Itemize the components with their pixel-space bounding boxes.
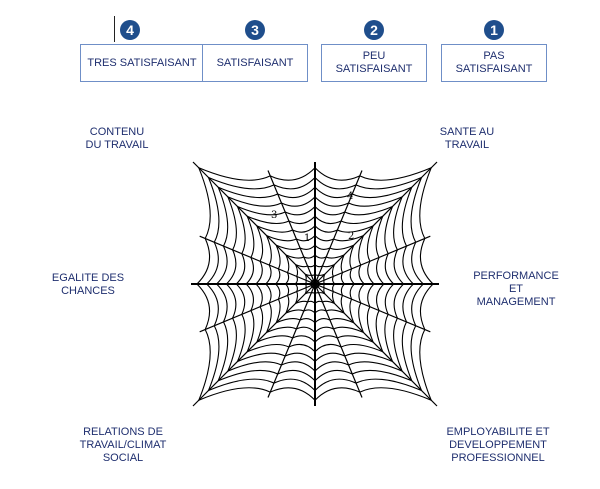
web-number-2: 2 [348, 231, 354, 242]
web-ring [284, 253, 346, 315]
scale-number-badge: 2 [364, 20, 384, 40]
web-ring [225, 195, 404, 373]
web-spoke [314, 283, 431, 333]
rating-scale: 4 TRES SATISFAISANT 3 SATISFAISANT 2 PEU… [0, 0, 600, 120]
dimension-employabilite: EMPLOYABILITE ET DEVELOPPEMENT PROFESSIO… [446, 426, 550, 464]
web-ring [294, 263, 336, 305]
spider-web-diagram: 1 2 3 4 [191, 161, 439, 407]
web-spoke [314, 235, 431, 285]
dimension-performance-et-management: PERFORMANCE ET MANAGEMENT [473, 270, 559, 308]
dimension-contenu-du-travail: CONTENU DU TRAVAIL [85, 126, 149, 151]
web-ring [235, 205, 395, 363]
web-spoke [267, 170, 316, 285]
web-ring [196, 166, 434, 402]
scale-number-badge: 1 [484, 20, 504, 40]
scale-box-pas-satisfaisant: PAS SATISFAISANT [441, 44, 547, 82]
web-number-4: 4 [347, 191, 353, 202]
web-ring [245, 215, 385, 353]
scale-number-badge: 3 [245, 20, 265, 40]
web-ring [274, 244, 355, 324]
scale-number-badge: 4 [120, 20, 140, 40]
scale-box-satisfaisant: SATISFAISANT [202, 44, 308, 82]
web-spoke [314, 170, 363, 285]
web-ring [255, 224, 375, 344]
web-hub [310, 279, 320, 289]
web-number-1: 1 [304, 233, 310, 244]
web-spoke [314, 283, 363, 398]
scale-box-peu-satisfaisant: PEU SATISFAISANT [321, 44, 427, 82]
dimension-egalite-des-chances: EGALITE DES CHANCES [51, 272, 125, 297]
web-lines [191, 161, 439, 407]
web-ring [205, 176, 424, 392]
web-spoke [199, 283, 316, 333]
web-ring [304, 273, 326, 295]
web-spoke [267, 283, 316, 398]
web-number-3: 3 [271, 210, 277, 221]
dimension-sante-au-travail: SANTE AU TRAVAIL [439, 126, 495, 151]
web-ring [265, 234, 365, 334]
web-spoke [199, 235, 316, 285]
web-ring [215, 186, 414, 382]
scale-box-tres-satisfaisant: TRES SATISFAISANT [80, 44, 204, 82]
text-cursor [114, 16, 115, 42]
dimension-relations-de-travail: RELATIONS DE TRAVAIL/CLIMAT SOCIAL [79, 426, 167, 464]
